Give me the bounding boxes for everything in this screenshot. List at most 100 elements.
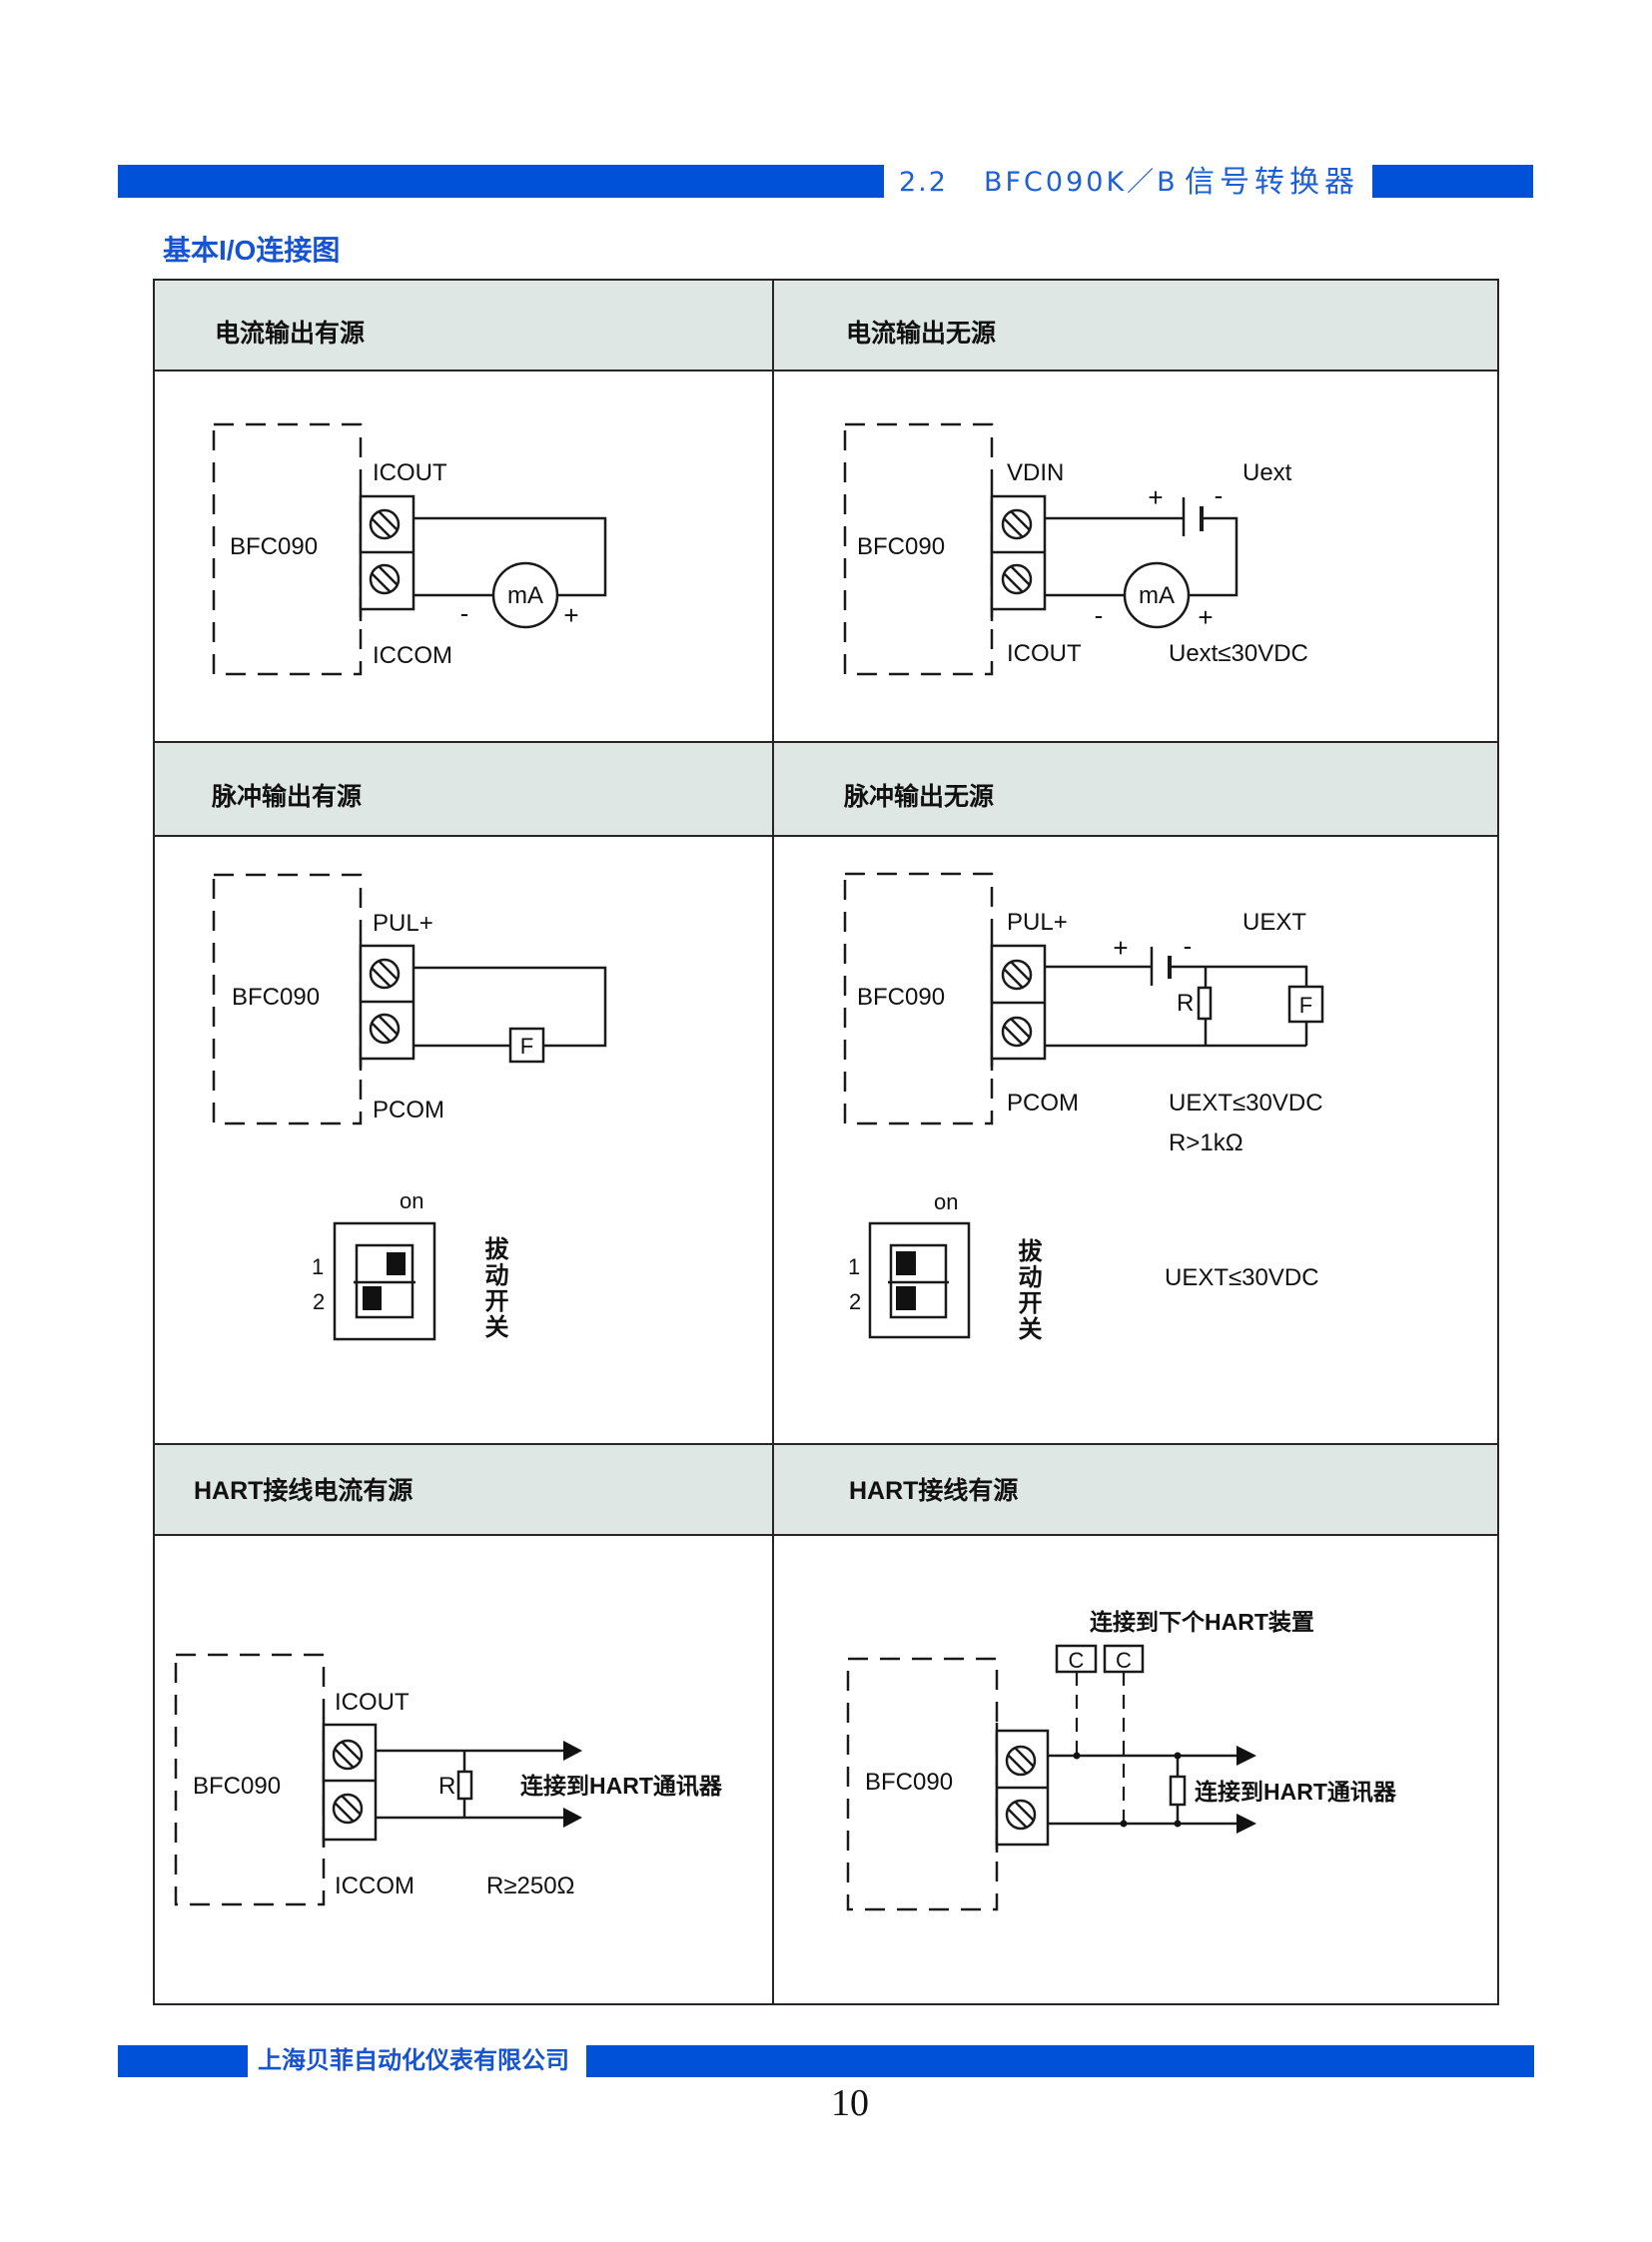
ammeter-icon: mA (491, 561, 559, 629)
capacitor-icon: C (1055, 1644, 1098, 1674)
hart-communicator-label: 连接到HART通讯器 (520, 1773, 723, 1799)
frequency-counter-icon: F (1287, 985, 1324, 1024)
screw-terminal-icon (332, 1793, 364, 1825)
frequency-counter-icon: F (508, 1027, 545, 1064)
resistor-limit-note: R≥250Ω (486, 1872, 575, 1899)
table-header-row-3 (154, 1444, 1498, 1535)
ammeter-circle (1123, 561, 1191, 629)
dip-on-label: on (400, 1188, 423, 1213)
counter-label: F (520, 1034, 533, 1059)
supply-label: UEXT (1242, 909, 1306, 936)
device-label: BFC090 (857, 984, 945, 1011)
resistor-label: R (1177, 990, 1194, 1017)
table-grid (153, 279, 1499, 2005)
counter-box (1287, 985, 1324, 1024)
screw-terminal-icon (369, 1013, 401, 1045)
capacitor-label: C (1116, 1648, 1132, 1673)
polarity-plus: + (1198, 602, 1213, 632)
device-label: BFC090 (193, 1773, 281, 1800)
terminal-top-label: ICOUT (373, 459, 447, 486)
header-bar-left (118, 165, 884, 198)
screw-terminal-icon (1005, 1745, 1037, 1777)
dip-switch-label: 拔动开关 (1014, 1238, 1041, 1342)
resistor-body (1169, 1775, 1187, 1807)
device-label: BFC090 (230, 533, 318, 560)
resistor-body (456, 1770, 473, 1801)
dip-switch-2-number: 2 (313, 1289, 325, 1314)
arrow-right-icon (1237, 1746, 1256, 1766)
resistor-icon (1169, 1756, 1187, 1824)
arrow-right-icon (563, 1741, 582, 1761)
counter-label: F (1299, 993, 1312, 1018)
panel-pulse-output-passive: BFC090 PUL+ UEXT PCOM UEXT≤30VDC R>1kΩ +… (843, 872, 1324, 1339)
capacitor-label: C (1069, 1648, 1085, 1673)
terminal-bottom-label: PCOM (1007, 1090, 1079, 1117)
wire (413, 516, 607, 597)
panel-hart-current-active: BFC090 ICOUT ICCOM R 连接到HART通讯器 R≥250Ω (174, 1653, 723, 1906)
supply-label: Uext (1242, 459, 1292, 486)
screw-terminal-icon (369, 508, 401, 540)
footer-bar-left (118, 2045, 248, 2077)
panel-current-output-active: BFC090 ICOUT ICCOM mA - + (212, 422, 607, 676)
panel-title: HART接线有源 (849, 1476, 1018, 1505)
polarity-minus: - (460, 598, 469, 628)
dip-switch-1-number: 1 (848, 1254, 860, 1279)
junction-dot (1120, 1820, 1128, 1828)
screw-terminal-icon (1001, 1016, 1033, 1048)
dip-switch-icon: on 1 2 (848, 1189, 971, 1339)
panel-title: 脉冲输出有源 (211, 782, 362, 811)
footer-company-name: 上海贝菲自动化仪表有限公司 (258, 2047, 569, 2074)
screw-terminal-icon (1001, 508, 1033, 540)
wire (1170, 965, 1308, 987)
panel-title: 电流输出有源 (215, 319, 365, 348)
junction-dot (1174, 1820, 1182, 1828)
panel-pulse-output-active: BFC090 PUL+ PCOM F on 1 2 (212, 873, 607, 1341)
terminal-bottom-label: ICCOM (335, 1872, 414, 1899)
ammeter-label: mA (507, 582, 543, 609)
dip-switch-1-knob (896, 1251, 916, 1275)
next-hart-device-label: 连接到下个HART装置 (1090, 1609, 1314, 1635)
resistor-body (1197, 986, 1213, 1021)
terminal-bottom-label: PCOM (373, 1097, 444, 1123)
battery-icon (1150, 947, 1172, 986)
footer-bar-right (586, 2045, 1534, 2077)
page-number: 10 (831, 2082, 869, 2124)
screw-terminal-icon (1001, 959, 1033, 991)
header-model: BFC090K／B (984, 167, 1179, 198)
dip-switch-1-knob (387, 1252, 406, 1275)
screw-terminal-icon (1001, 563, 1033, 595)
panel-title: HART接线电流有源 (194, 1476, 413, 1505)
dip-switch-2-knob (363, 1286, 382, 1310)
arrow-right-icon (1237, 1814, 1256, 1834)
header-bar-right (1372, 165, 1533, 198)
device-label: BFC090 (865, 1769, 953, 1796)
ammeter-circle (491, 561, 559, 629)
dip-switch-1-number: 1 (312, 1254, 324, 1279)
wire (1189, 516, 1239, 597)
table-border (153, 279, 1499, 2005)
supply-minus: - (1184, 931, 1193, 961)
dip-on-label: on (934, 1189, 958, 1214)
dip-supply-note: UEXT≤30VDC (1165, 1264, 1319, 1291)
polarity-minus: - (1095, 600, 1104, 630)
supply-limit-note: Uext≤30VDC (1169, 640, 1308, 667)
resistor-icon (1197, 967, 1213, 1046)
polarity-plus: + (563, 600, 578, 630)
ammeter-icon: mA (1123, 561, 1191, 629)
header-section-number: 2.2 (899, 167, 948, 198)
panel-title: 电流输出无源 (846, 319, 996, 348)
resistor-limit-note: R>1kΩ (1169, 1129, 1243, 1156)
hart-communicator-label: 连接到HART通讯器 (1195, 1779, 1397, 1805)
panel-hart-active: 连接到下个HART装置 C C BFC090 (846, 1609, 1397, 1911)
terminal-bottom-label: ICCOM (373, 642, 452, 669)
dip-switch-2-knob (896, 1286, 916, 1310)
terminal-top-label: VDIN (1007, 459, 1064, 486)
panel-current-output-passive: BFC090 VDIN Uext ICOUT Uext≤30VDC mA + - (843, 422, 1308, 676)
junction-dot (1174, 1752, 1182, 1760)
dip-switch-icon: on 1 2 (312, 1188, 436, 1341)
device-label: BFC090 (232, 984, 320, 1011)
table-header-row-2 (154, 742, 1498, 836)
resistor-label: R (438, 1773, 455, 1800)
